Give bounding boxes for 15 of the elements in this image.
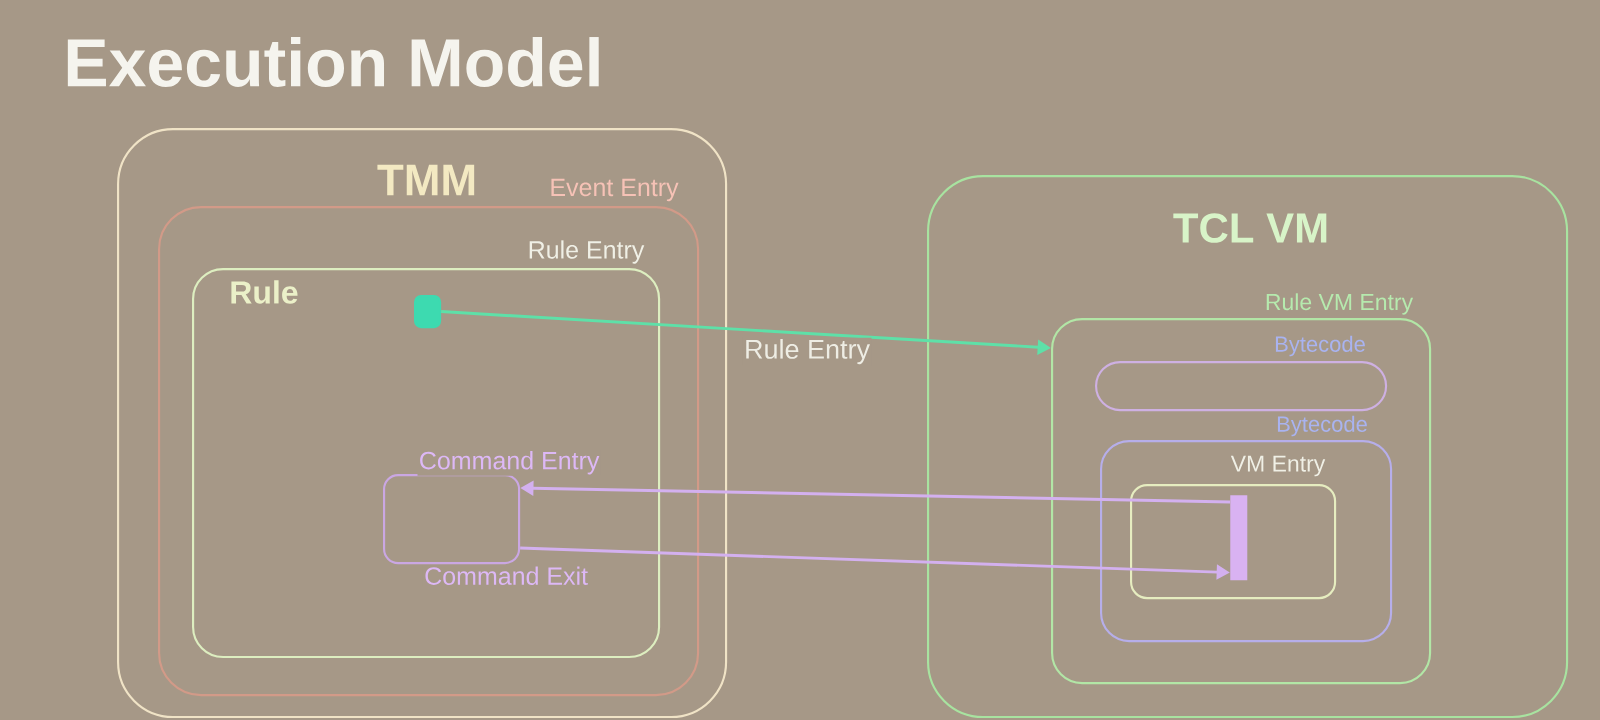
- edge-label: Command Exit: [422, 565, 590, 587]
- box-label: Rule VM Entry: [1266, 293, 1414, 315]
- edge-label: Command Entry: [417, 449, 601, 476]
- box-title: TMM: [377, 164, 475, 196]
- box-label: Rule Entry: [529, 240, 645, 264]
- box-label: Event Entry: [551, 178, 679, 202]
- title: Execution Model: [67, 37, 599, 87]
- box-label: Bytecode: [1277, 415, 1367, 437]
- box-label: VM Entry: [1230, 455, 1326, 477]
- entry-block: [414, 295, 442, 329]
- box-title: Rule: [231, 280, 298, 304]
- edge-label: Rule Entry: [742, 337, 872, 366]
- execution-bar: [1230, 495, 1248, 581]
- box-label: Bytecode: [1275, 335, 1365, 357]
- box-title: TCL VM: [1173, 213, 1327, 243]
